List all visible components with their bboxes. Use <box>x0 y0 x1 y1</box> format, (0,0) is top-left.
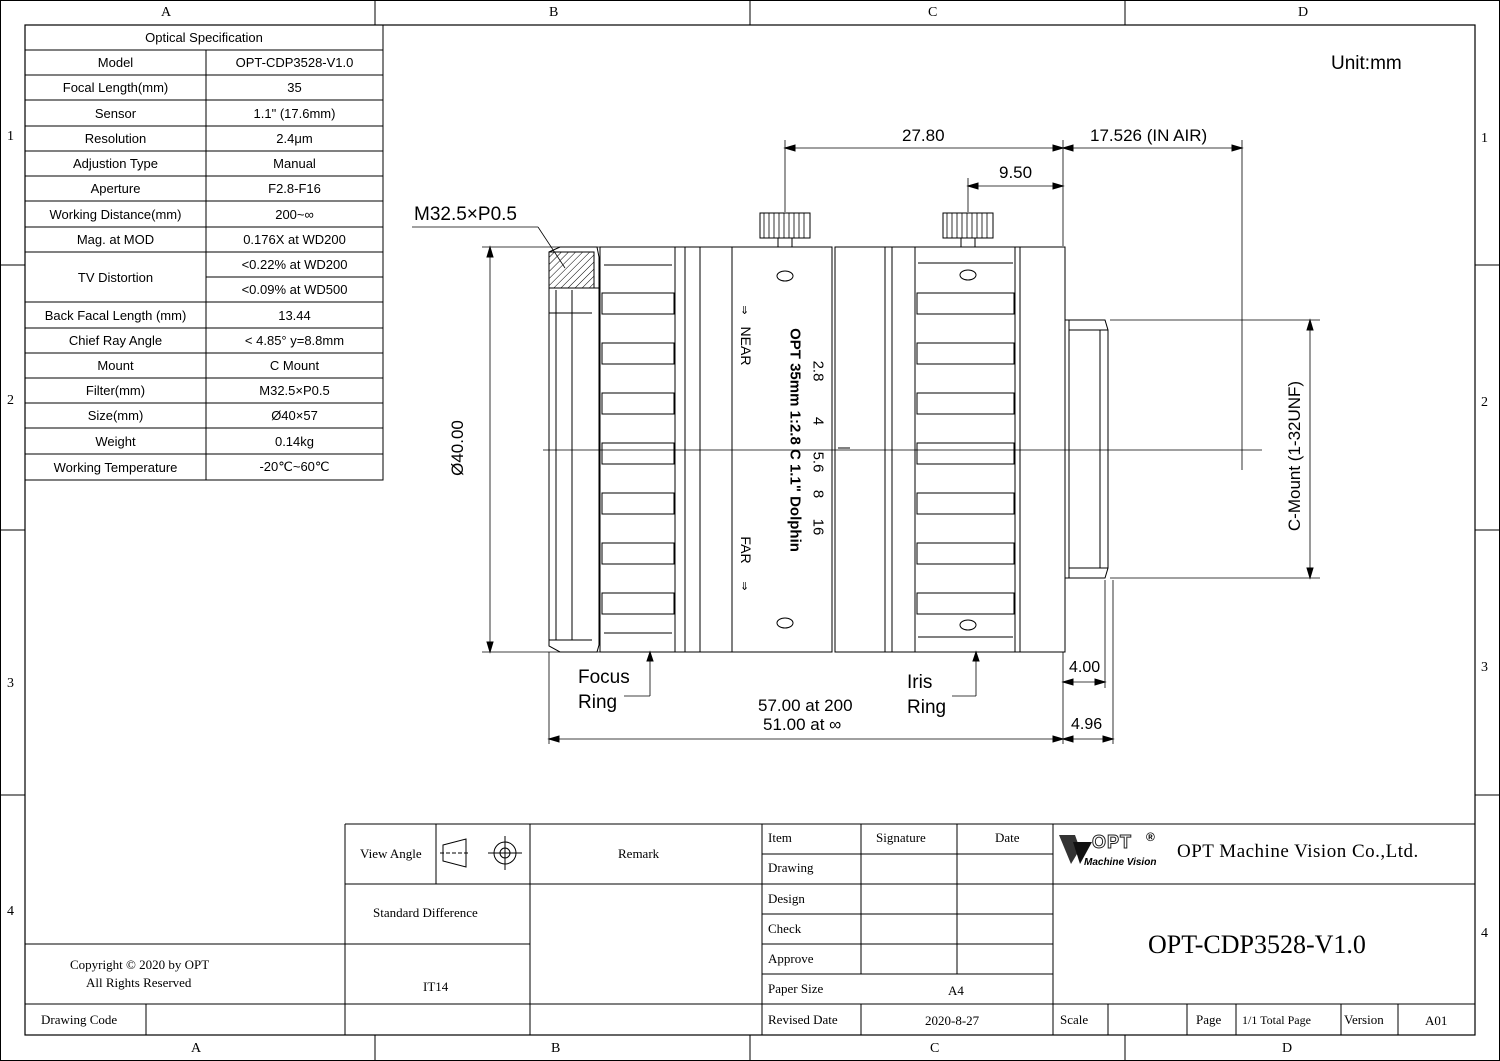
col-label-bottom-c: C <box>930 1041 940 1056</box>
spec-label-filter: Filter(mm) <box>85 383 146 398</box>
spec-value-adjustion-type: Manual <box>273 156 316 171</box>
projection-symbol-icon <box>440 836 522 870</box>
row-label-right-3: 3 <box>1481 660 1488 675</box>
iris-ring-label-2: Ring <box>907 697 947 718</box>
row-label-right-2: 2 <box>1481 395 1488 410</box>
version-value: A01 <box>1425 1013 1448 1028</box>
spec-label-aperture: Aperture <box>90 181 141 196</box>
spec-label-model: Model <box>97 55 134 70</box>
standard-difference-label: Standard Difference <box>373 905 478 920</box>
spec-value-weight: 0.14kg <box>274 433 315 449</box>
spec-label-working-distance: Working Distance(mm) <box>49 206 182 222</box>
logo-text: OPT <box>1091 832 1133 853</box>
spec-label-focal-length: Focal Length(mm) <box>62 80 169 95</box>
drawing-code-label: Drawing Code <box>41 1012 118 1027</box>
paper-size-value: A4 <box>948 983 964 998</box>
spec-value-focal-length: 35 <box>287 80 302 95</box>
paper-size-label: Paper Size <box>768 981 824 996</box>
dim-17-526: 17.526 (IN AIR) <box>1090 126 1208 145</box>
drawing-number: OPT-CDP3528-V1.0 <box>1148 930 1366 959</box>
col-label-top-c: C <box>928 5 938 20</box>
focus-ring-label-2: Ring <box>578 692 618 713</box>
item-header: Item <box>768 830 792 845</box>
spec-label-mag-at-mod: Mag. at MOD <box>76 232 155 247</box>
company-name: OPT Machine Vision Co.,Ltd. <box>1177 841 1419 862</box>
revised-date-label: Revised Date <box>768 1012 838 1027</box>
spec-value-resolution: 2.4μm <box>276 131 313 146</box>
spec-label-back-focal-length: Back Facal Length (mm) <box>44 307 187 323</box>
row-label-left-2: 2 <box>7 393 14 408</box>
row-label-left-4: 4 <box>7 904 14 919</box>
col-label-top-b: B <box>549 5 559 20</box>
filter-thread-label: M32.5×P0.5 <box>414 204 517 225</box>
design-row-label: Design <box>768 891 805 906</box>
row-label-left-3: 3 <box>7 676 14 691</box>
copyright-line-1: Copyright © 2020 by OPT <box>70 957 210 972</box>
approve-row-label: Approve <box>768 951 814 966</box>
page-label: Page <box>1196 1012 1222 1027</box>
spec-value-mag-at-mod: 0.176X at WD200 <box>243 232 346 247</box>
scale-label: Scale <box>1060 1012 1089 1027</box>
row-label-right-4: 4 <box>1481 926 1488 941</box>
col-label-top-a: A <box>161 5 172 20</box>
spec-value-size: Ø40×57 <box>271 408 318 423</box>
date-header: Date <box>995 830 1020 845</box>
far-arrow-icon: ⇓ <box>740 581 750 593</box>
spec-value-chief-ray-angle: < 4.85° y=8.8mm <box>244 333 345 348</box>
spec-label-sensor: Sensor <box>94 105 137 121</box>
logo-registered-mark: ® <box>1146 830 1155 844</box>
length-at-infinity: 51.00 at ∞ <box>763 715 842 734</box>
spec-label-working-temperature: Working Temperature <box>53 459 178 475</box>
spec-table-title: Optical Specification <box>145 30 263 45</box>
tolerance-value: IT14 <box>423 979 449 994</box>
col-label-bottom-d: D <box>1282 1041 1293 1056</box>
spec-label-weight: Weight <box>95 433 136 449</box>
dim-4-00: 4.00 <box>1069 659 1101 676</box>
row-label-left-1: 1 <box>7 129 14 144</box>
view-angle-label: View Angle <box>360 846 422 861</box>
length-at-200: 57.00 at 200 <box>758 696 853 715</box>
spec-value-model: OPT-CDP3528-V1.0 <box>235 55 354 70</box>
logo-subtext: Machine Vision <box>1084 857 1157 868</box>
dim-9-50: 9.50 <box>999 163 1033 182</box>
spec-label-resolution: Resolution <box>84 131 147 146</box>
spec-label-tv-distortion: TV Distortion <box>77 269 154 285</box>
col-label-bottom-a: A <box>191 1041 202 1056</box>
focus-ring-label-1: Focus <box>578 667 630 688</box>
total-page-label: 1/1 Total Page <box>1242 1013 1311 1027</box>
spec-value-working-distance: 200~∞ <box>275 206 314 222</box>
revised-date-value: 2020-8-27 <box>925 1013 980 1028</box>
spec-value-back-focal-length: 13.44 <box>278 307 311 323</box>
row-label-right-1: 1 <box>1481 131 1488 146</box>
spec-value-filter: M32.5×P0.5 <box>259 383 330 398</box>
version-label: Version <box>1344 1012 1384 1027</box>
signature-header: Signature <box>876 830 926 845</box>
dim-27-80: 27.80 <box>902 126 945 145</box>
col-label-bottom-b: B <box>551 1041 561 1056</box>
col-label-top-d: D <box>1298 5 1309 20</box>
spec-value-sensor: 1.1" (17.6mm) <box>253 105 336 121</box>
spec-value-tv-distortion-wd500: <0.09% at WD500 <box>241 282 348 297</box>
check-row-label: Check <box>768 921 802 936</box>
spec-value-mount: C Mount <box>269 358 320 373</box>
unit-label: Unit:mm <box>1331 53 1402 74</box>
iris-ring-label-1: Iris <box>907 672 933 693</box>
spec-label-mount: Mount <box>97 358 134 373</box>
spec-value-working-temperature: -20℃~60℃ <box>259 459 330 474</box>
remark-label: Remark <box>618 846 660 861</box>
spec-value-aperture: F2.8-F16 <box>268 181 321 196</box>
opt-logo-icon <box>1059 835 1092 864</box>
spec-label-size: Size(mm) <box>87 408 144 423</box>
spec-value-tv-distortion-wd200: <0.22% at WD200 <box>241 257 348 272</box>
dim-4-96: 4.96 <box>1071 716 1103 733</box>
drawing-row-label: Drawing <box>768 860 814 875</box>
near-arrow-icon: ⇓ <box>740 305 750 317</box>
spec-label-adjustion-type: Adjustion Type <box>72 156 159 171</box>
copyright-line-2: All Rights Reserved <box>86 975 192 990</box>
spec-label-chief-ray-angle: Chief Ray Angle <box>68 333 163 348</box>
